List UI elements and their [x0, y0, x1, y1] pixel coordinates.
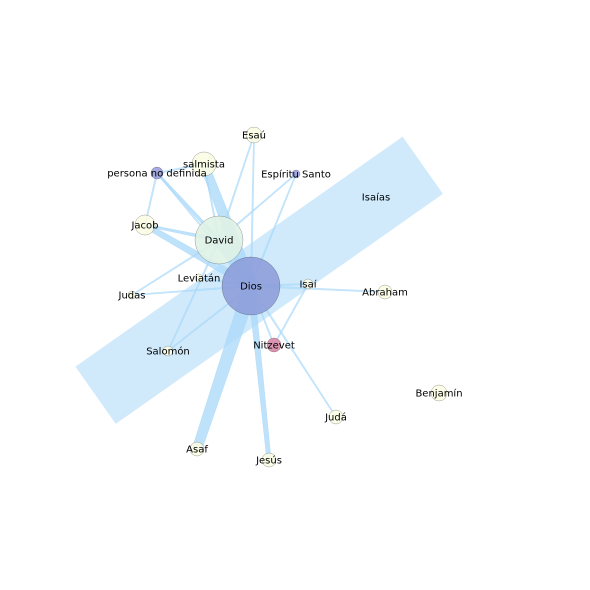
- node-label-dios: Dios: [240, 282, 262, 293]
- node-esau[interactable]: [245, 126, 263, 144]
- node-label-benjamin: Benjamín: [415, 388, 462, 400]
- node-judas[interactable]: [127, 290, 137, 300]
- node-asaf[interactable]: [189, 441, 205, 457]
- node-label-judas: Judas: [118, 291, 146, 302]
- node-nitzevet[interactable]: [266, 337, 282, 353]
- node-label-espiritu: Espíritu Santo: [261, 169, 331, 181]
- node-jacob[interactable]: [134, 214, 156, 236]
- node-jesus[interactable]: [261, 452, 277, 468]
- node-persona[interactable]: [150, 166, 164, 180]
- node-dios[interactable]: [221, 256, 281, 316]
- node-label-nitzevet: Nitzevet: [253, 341, 295, 352]
- node-espiritu[interactable]: [291, 169, 301, 179]
- node-label-persona: persona no definida: [107, 169, 207, 180]
- node-label-asaf: Asaf: [186, 445, 208, 456]
- node-david[interactable]: [194, 215, 244, 265]
- node-salomon[interactable]: [162, 345, 174, 357]
- node-label-isaias: Isaías: [362, 192, 390, 204]
- node-leviatan[interactable]: [194, 273, 204, 283]
- node-label-abraham: Abraham: [362, 288, 408, 299]
- nodes-layer: [127, 126, 448, 468]
- node-label-jesus: Jesús: [255, 455, 282, 467]
- node-isai[interactable]: [302, 278, 314, 290]
- node-juda[interactable]: [328, 409, 344, 425]
- node-salmista[interactable]: [191, 151, 217, 177]
- node-label-juda: Judá: [324, 412, 347, 424]
- node-label-leviatan: Leviatán: [178, 273, 221, 285]
- node-label-isai: Isaí: [299, 279, 317, 291]
- node-benjamin[interactable]: [430, 384, 448, 402]
- node-label-david: David: [205, 236, 234, 247]
- node-label-salmista: salmista: [183, 160, 225, 171]
- labels-layer: Dios David salmista Esaú persona no definida…: [107, 130, 462, 467]
- node-abraham[interactable]: [377, 284, 393, 300]
- node-label-esau: Esaú: [242, 130, 266, 142]
- node-label-salomon: Salomón: [146, 346, 190, 358]
- node-label-jacob: Jacob: [130, 221, 158, 232]
